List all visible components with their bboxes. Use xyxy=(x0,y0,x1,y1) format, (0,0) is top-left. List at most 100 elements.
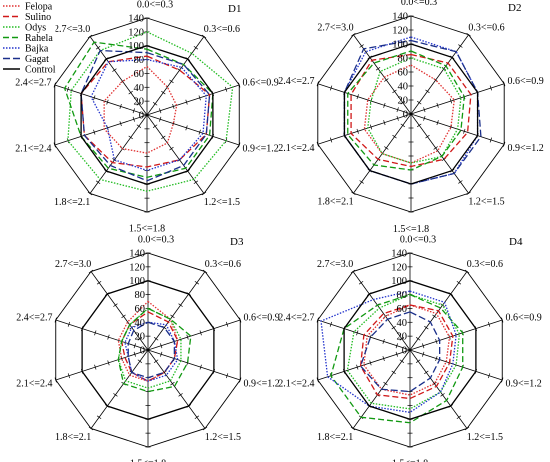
spoke xyxy=(410,83,505,115)
panel-title: D2 xyxy=(508,2,521,14)
axis-tick xyxy=(395,351,398,357)
series-bajka xyxy=(124,321,179,382)
series-sulino xyxy=(80,55,211,168)
category-label: 1.2<=1.5 xyxy=(204,197,240,208)
axis-tick xyxy=(330,137,333,143)
category-label: 1.8<=2.1 xyxy=(55,432,91,443)
series-rahela xyxy=(330,293,464,424)
spoke xyxy=(146,114,240,146)
category-label: 0.3<=0.6 xyxy=(205,259,241,270)
axis-tick xyxy=(425,134,430,139)
spoke xyxy=(89,114,148,194)
panel-d4: 0204060801001201400.0<=0.30.3<=0.60.6<=0… xyxy=(278,234,542,462)
axis-tick xyxy=(487,373,491,379)
axis-tick xyxy=(396,107,399,113)
axis-tick xyxy=(169,146,174,151)
series-control xyxy=(80,45,214,185)
axis-tick xyxy=(415,337,421,341)
category-label: 0.9<=1.2 xyxy=(242,143,278,154)
category-label: 2.7<=3.0 xyxy=(317,259,353,270)
axis-tick xyxy=(384,78,389,82)
axis-tick xyxy=(466,191,471,196)
axis-tick xyxy=(463,128,466,134)
axis-tick xyxy=(136,102,142,106)
axis-tick xyxy=(351,32,356,37)
spoke xyxy=(353,34,412,115)
axis-tick xyxy=(96,415,102,420)
axis-tick xyxy=(316,81,319,87)
axis-tick xyxy=(194,415,200,420)
series-sulino xyxy=(359,304,454,400)
category-label: 0.6<=0.9 xyxy=(508,76,544,87)
axis-tick xyxy=(239,317,242,323)
axis-tick xyxy=(435,338,438,344)
radial-tick-label: 100 xyxy=(129,276,145,287)
legend-label-gagat: Gagat xyxy=(25,54,49,65)
axis-tick xyxy=(436,120,439,126)
axis-tick xyxy=(198,95,201,101)
category-label: 1.5<=1.8 xyxy=(129,224,165,235)
panel-title: D1 xyxy=(228,3,241,15)
axis-tick xyxy=(153,359,159,363)
axis-tick xyxy=(178,393,183,397)
spoke xyxy=(317,349,411,381)
axis-tick xyxy=(201,191,207,196)
axis-tick xyxy=(440,393,445,397)
axis-tick xyxy=(487,321,491,327)
axis-tick xyxy=(128,90,133,95)
axis-tick xyxy=(464,269,470,274)
axis-tick xyxy=(330,85,333,91)
axis-tick xyxy=(489,85,492,91)
axis-tick xyxy=(106,99,109,105)
panel-d2: 0204060801001201400.0<=0.30.3<=0.60.6<=0… xyxy=(278,0,544,235)
axis-tick xyxy=(238,142,241,148)
category-label: 1.2<=1.5 xyxy=(468,197,504,208)
radial-tick-label: 140 xyxy=(129,249,145,260)
category-label: 1.5<=1.8 xyxy=(393,224,429,235)
axis-tick xyxy=(67,321,71,327)
spoke xyxy=(317,83,412,115)
axis-tick xyxy=(464,426,470,431)
radial-tick-label: 40 xyxy=(397,318,408,329)
radial-tick-label: 20 xyxy=(398,96,409,107)
radial-tick-label: 120 xyxy=(129,262,145,273)
category-label: 2.7<=3.0 xyxy=(317,22,353,33)
axis-tick xyxy=(202,426,208,431)
axis-tick xyxy=(132,116,135,122)
axis-tick xyxy=(503,141,506,147)
series-sulino xyxy=(350,53,472,168)
category-label: 0.9<=1.2 xyxy=(508,143,544,154)
axis-tick xyxy=(119,121,122,127)
axis-tick xyxy=(67,373,71,379)
axis-tick xyxy=(424,370,429,375)
category-label: 2.1<=2.4 xyxy=(16,378,52,389)
axis-tick xyxy=(107,360,110,366)
axis-tick xyxy=(503,81,506,87)
axis-tick xyxy=(186,334,189,340)
category-label: 0.0<=0.3 xyxy=(400,234,436,245)
category-label: 0.6<=0.9 xyxy=(505,313,541,324)
axis-tick xyxy=(185,125,188,131)
axis-tick xyxy=(137,337,143,341)
axis-tick xyxy=(423,107,426,113)
radial-tick-label: 60 xyxy=(135,304,146,315)
axis-tick xyxy=(384,146,389,150)
category-label: 0.0<=0.3 xyxy=(137,0,173,10)
axis-tick xyxy=(133,343,136,349)
axis-tick xyxy=(198,129,201,135)
series-odys xyxy=(367,57,462,164)
category-label: 1.5<=1.8 xyxy=(130,459,166,462)
axis-tick xyxy=(449,98,453,104)
radial-tick-label: 0 xyxy=(140,346,145,357)
axis-tick xyxy=(93,129,96,135)
category-label: 0.0<=0.3 xyxy=(138,234,174,245)
axis-tick xyxy=(137,359,143,363)
axis-tick xyxy=(53,82,56,88)
category-label: 1.8<=2.1 xyxy=(317,197,353,208)
series-rahela xyxy=(63,41,214,179)
axis-tick xyxy=(382,338,385,344)
category-label: 1.5<=1.8 xyxy=(392,459,428,462)
spoke xyxy=(89,36,148,116)
